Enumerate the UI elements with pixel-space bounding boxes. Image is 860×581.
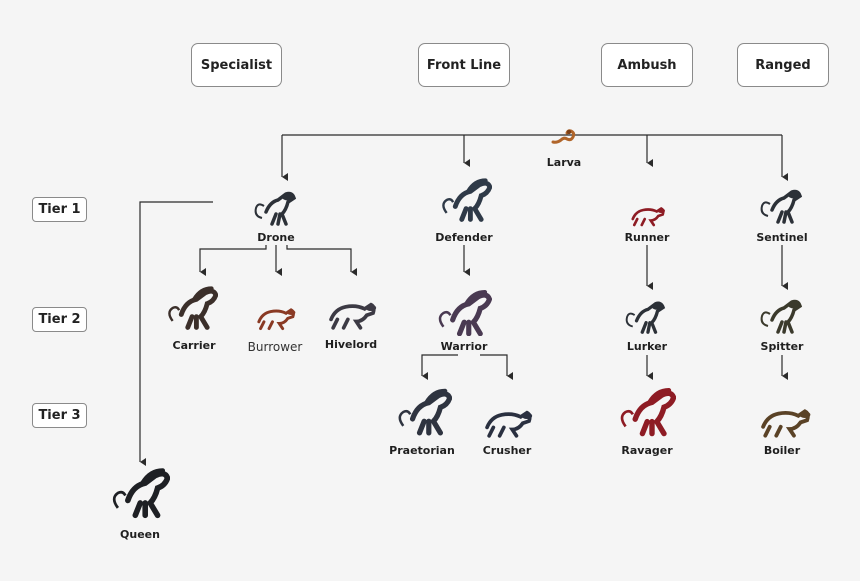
crusher-icon — [485, 410, 535, 438]
lurker-icon — [625, 301, 665, 334]
sentinel-icon — [759, 189, 802, 224]
node-label-drone: Drone — [256, 231, 296, 245]
category-front-line: Front Line — [418, 43, 510, 87]
larva-icon — [551, 129, 576, 144]
queen-icon — [108, 464, 170, 522]
node-label-spitter: Spitter — [759, 340, 805, 354]
warrior-icon — [434, 290, 492, 336]
defender-icon — [438, 176, 492, 224]
category-specialist: Specialist — [191, 43, 282, 87]
node-label-burrower: Burrower — [246, 340, 304, 354]
node-label-runner: Runner — [623, 231, 671, 245]
carrier-icon — [164, 284, 218, 332]
category-ambush: Ambush — [601, 43, 693, 87]
boiler-icon — [761, 409, 813, 438]
node-label-carrier: Carrier — [171, 339, 217, 353]
node-label-crusher: Crusher — [481, 444, 533, 458]
praetorian-icon — [394, 386, 452, 438]
node-label-hivelord: Hivelord — [323, 338, 379, 352]
node-label-queen: Queen — [119, 528, 161, 542]
arrow-to-hivelord — [286, 245, 357, 276]
node-label-lurker: Lurker — [625, 340, 669, 354]
drone-icon — [253, 191, 296, 226]
node-label-sentinel: Sentinel — [755, 231, 809, 245]
ravager-icon — [616, 384, 676, 440]
arrow-to-queen — [139, 201, 213, 466]
node-label-defender: Defender — [434, 231, 494, 245]
tier-1-label: Tier 1 — [32, 197, 87, 222]
arrow-to-praetorian — [421, 354, 458, 380]
node-label-praetorian: Praetorian — [388, 444, 456, 458]
node-label-larva: Larva — [545, 156, 583, 170]
arrow-to-crusher — [480, 354, 513, 380]
category-ranged: Ranged — [737, 43, 829, 87]
arrow-to-carrier — [199, 245, 267, 276]
runner-icon — [631, 207, 667, 227]
tier-2-label: Tier 2 — [32, 307, 87, 332]
tier-3-label: Tier 3 — [32, 403, 87, 428]
hivelord-icon — [329, 302, 379, 330]
node-label-warrior: Warrior — [439, 340, 489, 354]
node-label-ravager: Ravager — [620, 444, 674, 458]
node-label-boiler: Boiler — [762, 444, 802, 458]
spitter-icon — [759, 299, 802, 334]
burrower-icon — [257, 308, 297, 331]
